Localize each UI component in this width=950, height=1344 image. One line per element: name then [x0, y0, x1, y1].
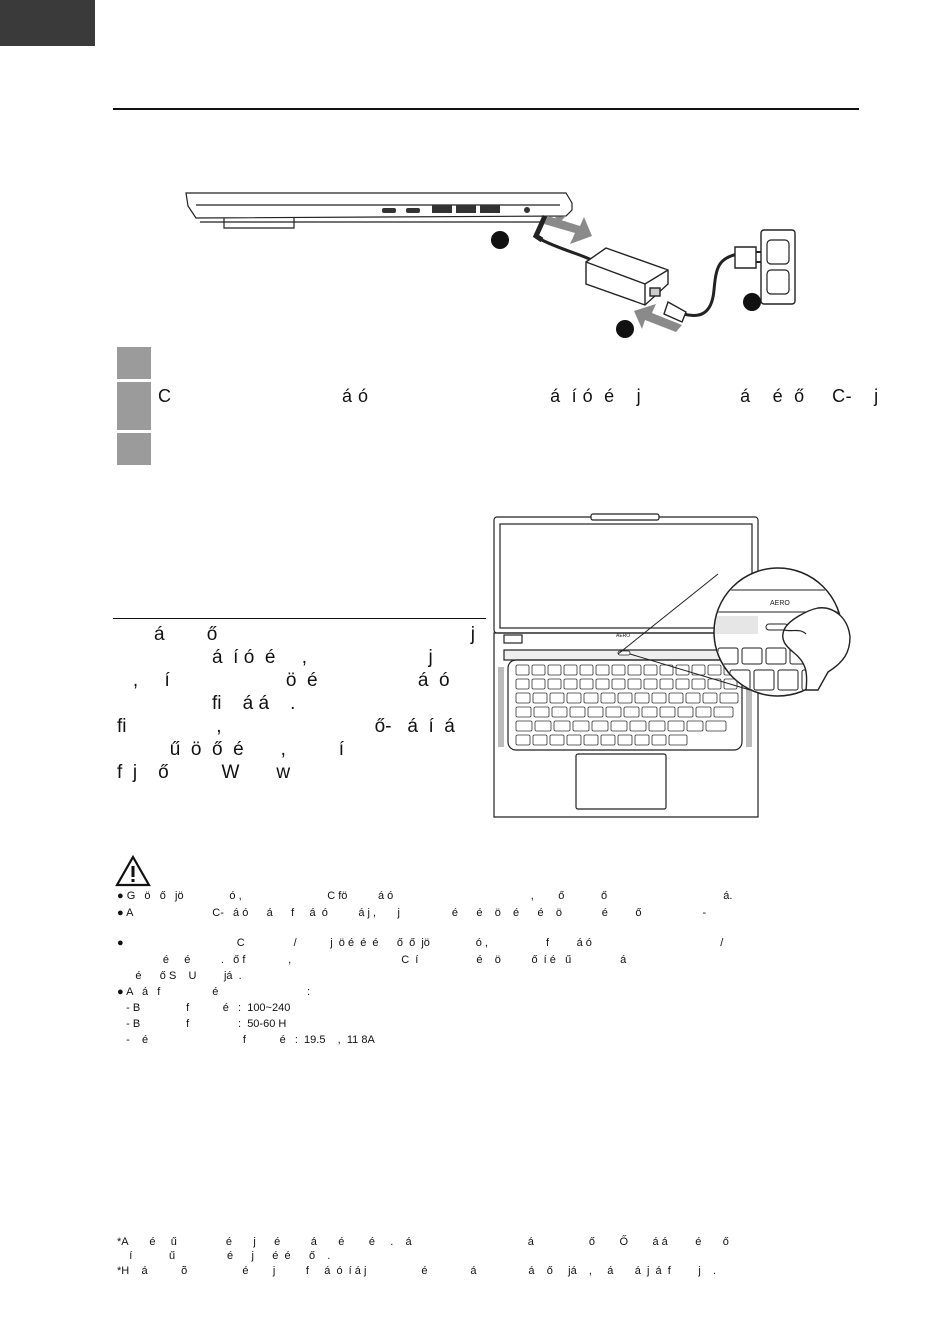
keyboard-key — [515, 706, 532, 718]
warning-icon — [115, 855, 151, 887]
warning-line: ● A á f é : — [117, 986, 311, 998]
keyboard-key — [702, 692, 718, 704]
keyboard-key — [595, 678, 610, 690]
keyboard-key — [627, 664, 642, 676]
power-paragraph-line: , í ö é á ó — [117, 670, 450, 691]
keyboard-key — [563, 678, 578, 690]
laptop-logo: AERO — [616, 633, 630, 639]
power-paragraph-line: fi á á . — [117, 693, 296, 714]
top-divider — [113, 108, 859, 110]
keyboard-key — [641, 706, 658, 718]
keyboard-key — [549, 734, 565, 746]
keyboard-key — [572, 720, 590, 732]
keyboard-key — [595, 664, 610, 676]
keyboard-key — [583, 692, 599, 704]
keyboard-key — [566, 692, 582, 704]
power-connection-illustration — [185, 192, 796, 338]
keyboard-key — [651, 692, 667, 704]
keyboard-key — [579, 678, 594, 690]
step-2-marker — [117, 382, 151, 430]
keyboard-key — [719, 692, 739, 704]
step-3-marker — [117, 433, 151, 465]
keyboard-key — [515, 664, 530, 676]
keyboard-key — [547, 678, 562, 690]
keyboard-key — [675, 678, 690, 690]
keyboard-key — [610, 720, 628, 732]
keyboard-key — [651, 734, 667, 746]
keyboard-key — [600, 734, 616, 746]
warning-line: é ő S U já . — [117, 970, 242, 982]
keyboard-key — [579, 664, 594, 676]
keyboard-key — [695, 706, 712, 718]
keyboard-key — [617, 692, 633, 704]
keyboard-key — [569, 706, 586, 718]
warning-line: ● A C- á ó á f á ó á j , j é é ö é é ö é… — [117, 907, 707, 919]
keyboard-key — [643, 678, 658, 690]
keyboard-key — [532, 734, 548, 746]
keyboard-key — [627, 678, 642, 690]
keyboard-key — [611, 664, 626, 676]
keyboard-key — [677, 706, 694, 718]
keyboard-key — [629, 720, 647, 732]
footnote-line: *A é ű é j é á é é . á á ő Ő á á é ő — [117, 1236, 729, 1248]
keyboard-key — [563, 664, 578, 676]
keyboard-key — [515, 692, 531, 704]
zoom-logo: AERO — [770, 600, 790, 607]
keyboard-key — [634, 692, 650, 704]
keyboard-key — [553, 720, 571, 732]
keyboard-key — [515, 720, 533, 732]
language-tab — [0, 0, 95, 46]
keyboard-key — [600, 692, 616, 704]
keyboard-key — [713, 706, 734, 718]
laptop-power-button-illustration: AERO AERO — [493, 513, 851, 818]
power-paragraph-line: f j ő W w — [117, 762, 291, 783]
power-paragraph-line: fi , ő- á í á — [117, 716, 455, 737]
warning-line: ● C / j ö é é é ő ő jö ó , f á ó / — [117, 937, 724, 949]
step-1-marker — [117, 347, 151, 379]
keyboard-key — [532, 692, 548, 704]
section-divider — [113, 618, 486, 619]
keyboard-key — [515, 678, 530, 690]
power-paragraph-line: ű ö ő é , í — [117, 739, 345, 760]
keyboard-key — [668, 734, 688, 746]
keyboard-key — [547, 664, 562, 676]
keyboard-key — [705, 720, 727, 732]
warning-line: é é . ő f , C í é ö ő í é ű á — [117, 954, 627, 966]
keyboard-key — [549, 692, 565, 704]
warning-line: - B f : 50-60 H — [117, 1018, 287, 1030]
step-2-text: C á ó á í ó é j á é ő C- j — [158, 386, 879, 406]
keyboard-key — [659, 678, 674, 690]
keyboard-key — [691, 678, 706, 690]
footnote-line: í ű é j é é ő . — [117, 1250, 331, 1262]
keyboard-key — [533, 706, 550, 718]
warning-line: ● G ö ő jö ó , C fö á ó , ő ő á. — [117, 890, 733, 902]
keyboard-key — [648, 720, 666, 732]
keyboard-key — [534, 720, 552, 732]
keyboard-key — [685, 692, 701, 704]
keyboard-key — [634, 734, 650, 746]
keyboard-key — [659, 706, 676, 718]
power-paragraph-line: á ő j — [117, 624, 475, 645]
keyboard-key — [587, 706, 604, 718]
keyboard-key — [515, 734, 531, 746]
keyboard-key — [643, 664, 658, 676]
keyboard-key — [605, 706, 622, 718]
power-paragraph-line: á í ó é , j — [117, 647, 433, 668]
keyboard-key — [531, 678, 546, 690]
footnote-line: *H á õ é j f á ó í á j é á á ő já , á á … — [117, 1265, 717, 1277]
keyboard-key — [686, 720, 704, 732]
keyboard-key — [617, 734, 633, 746]
keyboard-key — [551, 706, 568, 718]
keyboard-key — [667, 720, 685, 732]
warning-line: - B f é : 100~240 — [117, 1002, 291, 1014]
keyboard-key — [566, 734, 582, 746]
keyboard-key — [707, 664, 722, 676]
keyboard-key — [623, 706, 640, 718]
keyboard-key — [591, 720, 609, 732]
keyboard-key — [611, 678, 626, 690]
keyboard-key — [583, 734, 599, 746]
keyboard-key — [531, 664, 546, 676]
warning-line: - é f é : 19.5 , 11 8A — [117, 1034, 375, 1046]
keyboard-key — [668, 692, 684, 704]
